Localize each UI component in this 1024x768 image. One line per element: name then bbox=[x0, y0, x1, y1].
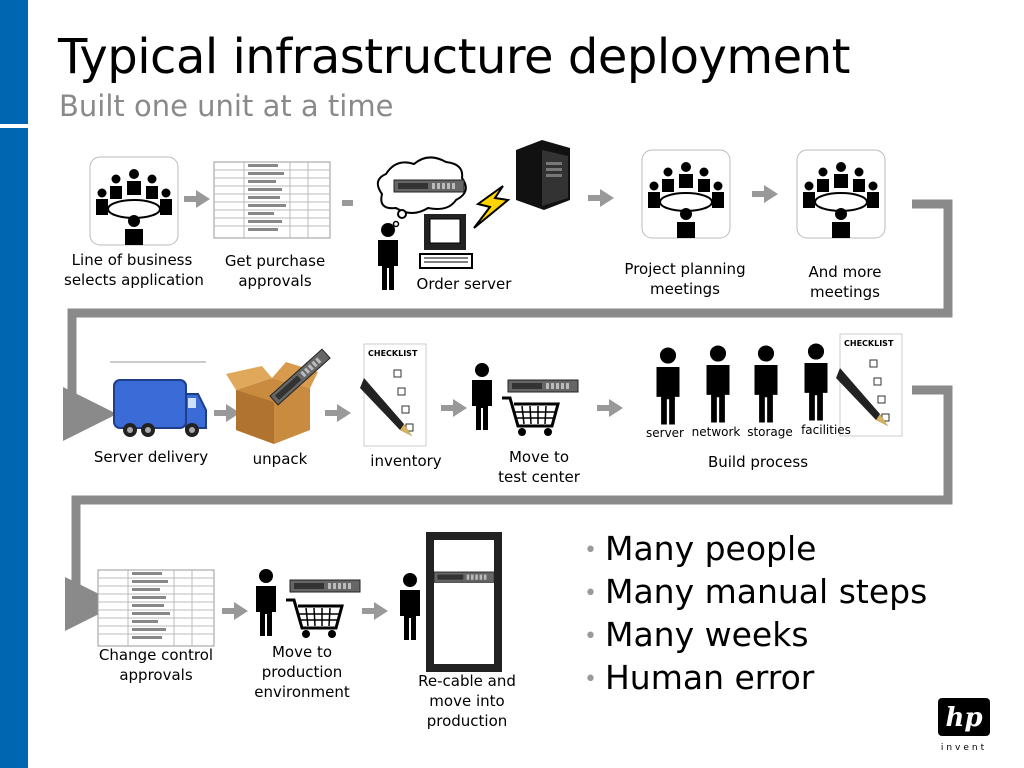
line-of-business-icon bbox=[89, 156, 179, 246]
svg-text:invent: invent bbox=[941, 743, 987, 752]
summary-bullets: •Many people •Many manual steps •Many we… bbox=[584, 528, 927, 700]
label-order-server: Order server bbox=[416, 275, 512, 293]
sidebar-divider bbox=[0, 124, 28, 128]
row-connector-2 bbox=[65, 385, 953, 631]
svg-text:hp: hp bbox=[945, 703, 982, 733]
move-test-center-icon bbox=[472, 363, 579, 438]
inventory-checklist-icon bbox=[359, 343, 427, 447]
bullet-item: •Many manual steps bbox=[584, 572, 928, 611]
label-role-network: network bbox=[691, 425, 741, 439]
flow-arrow bbox=[597, 399, 623, 417]
label-unpack: unpack bbox=[252, 450, 308, 468]
flow-arrow bbox=[222, 602, 248, 620]
flow-arrow bbox=[441, 399, 467, 417]
label-role-facilities: facilities bbox=[801, 423, 851, 437]
slide-title: Typical infrastructure deployment bbox=[58, 29, 850, 85]
recable-rack-icon bbox=[400, 532, 502, 672]
build-team-icon bbox=[656, 343, 828, 425]
unpack-box-icon bbox=[226, 348, 331, 444]
hp-logo: hp invent bbox=[938, 698, 990, 752]
flow-arrow bbox=[752, 185, 778, 203]
label-inventory: inventory bbox=[370, 452, 442, 470]
label-role-server: server bbox=[646, 426, 684, 440]
build-checklist-icon bbox=[835, 333, 903, 437]
sidebar-bar bbox=[0, 0, 28, 768]
bullet-item: •Many people bbox=[584, 529, 817, 568]
bullet-item: •Human error bbox=[584, 658, 815, 697]
lightning-icon bbox=[473, 185, 511, 229]
purchase-approvals-icon bbox=[213, 161, 331, 239]
flow-arrow bbox=[588, 189, 614, 207]
project-planning-icon bbox=[641, 149, 731, 239]
flow-arrow bbox=[325, 404, 351, 422]
server-tower-icon bbox=[516, 140, 570, 210]
flow-arrow bbox=[214, 404, 240, 422]
label-server-delivery: Server delivery bbox=[93, 448, 209, 466]
label-build-process: Build process bbox=[707, 453, 809, 471]
order-server-icon bbox=[353, 156, 515, 298]
row-connector-1 bbox=[63, 199, 953, 441]
delivery-truck-icon bbox=[110, 361, 207, 437]
more-meetings-icon bbox=[796, 149, 886, 239]
move-production-icon bbox=[256, 569, 361, 640]
label-role-storage: storage bbox=[747, 425, 793, 439]
bullet-item: •Many weeks bbox=[584, 615, 809, 654]
slide-subtitle: Built one unit at a time bbox=[59, 89, 394, 123]
flow-arrow bbox=[184, 190, 210, 208]
change-control-icon bbox=[97, 569, 215, 647]
flow-arrow bbox=[362, 602, 388, 620]
